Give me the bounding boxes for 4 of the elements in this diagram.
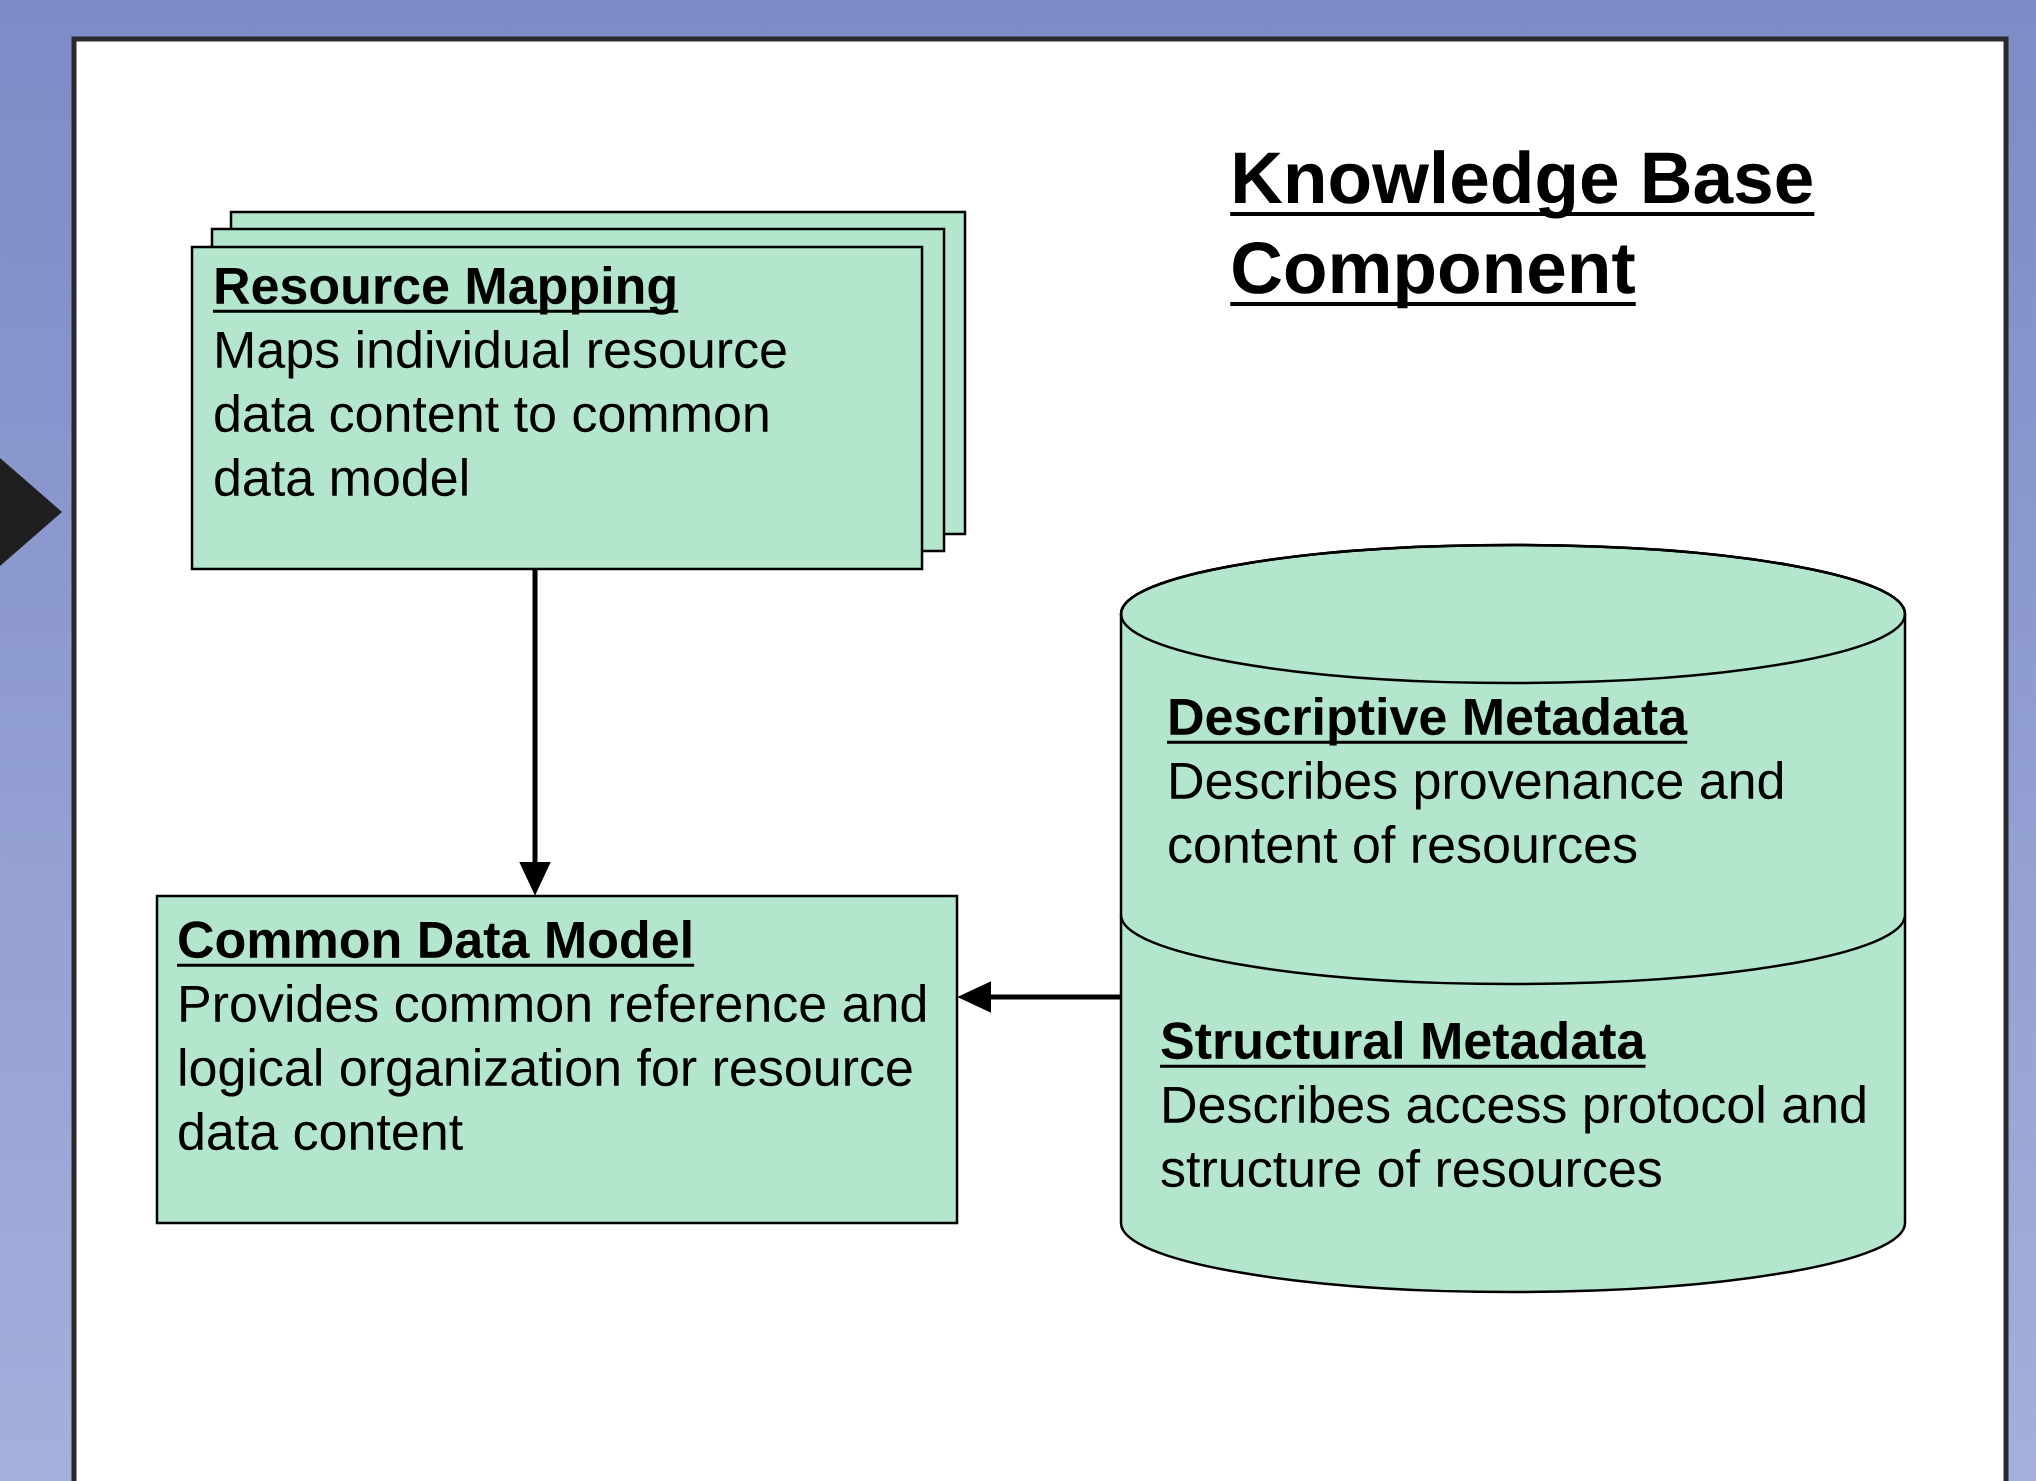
cylinder-section: Descriptive Metadata Describes provenance and content of resources bbox=[1119, 543, 1907, 986]
stacked-box: Resource Mapping Maps individual resource data content to common data model bbox=[190, 210, 967, 571]
process-box: Common Data Model Provides common reference and logical organization for resource data content bbox=[155, 894, 959, 1225]
title: Knowledge Base Component bbox=[1230, 150, 1815, 309]
